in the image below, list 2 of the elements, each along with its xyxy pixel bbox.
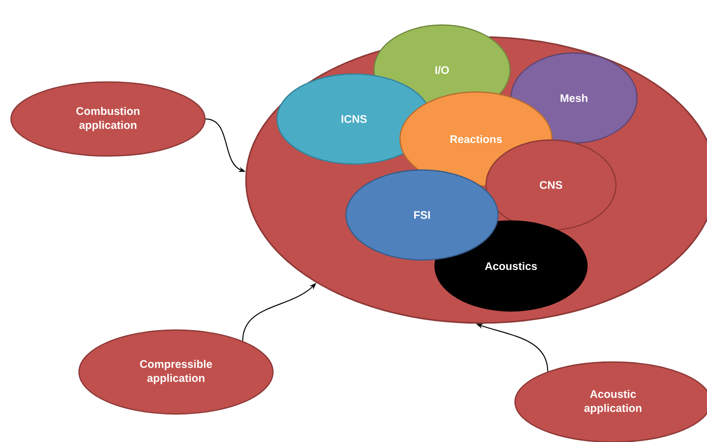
ellipse-label: ICNS	[276, 73, 432, 165]
ellipse-label: FSI	[345, 169, 499, 261]
